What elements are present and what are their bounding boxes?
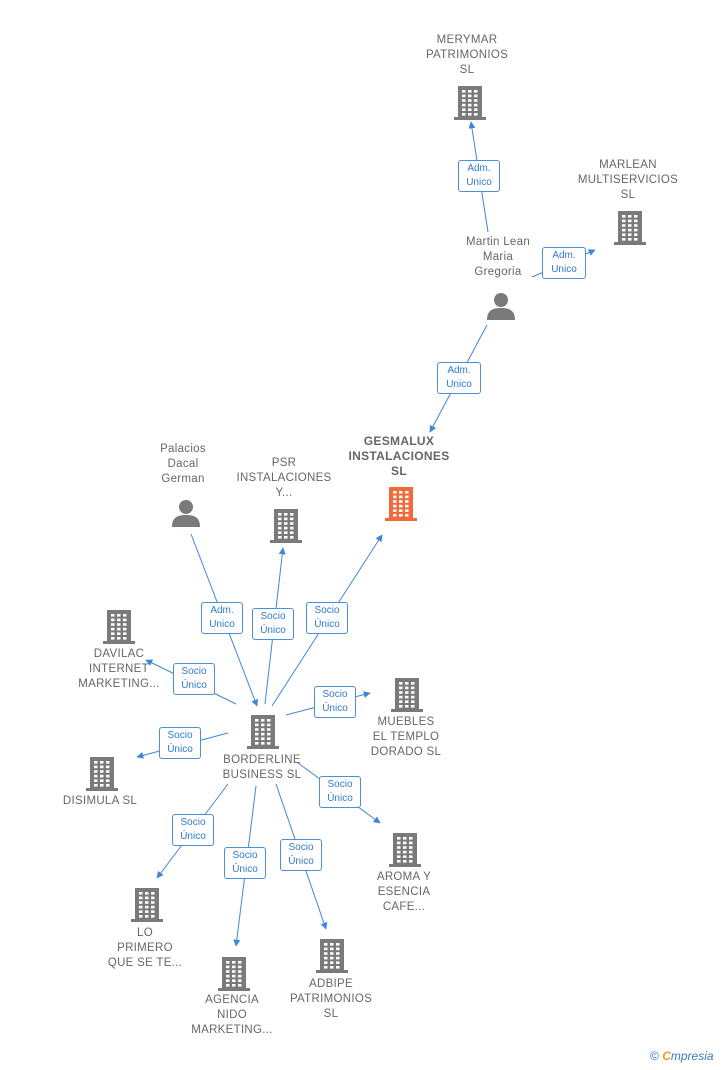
person-icon[interactable] [485, 290, 517, 322]
relation-label-palacios-borderline: Adm. Unico [201, 602, 243, 634]
relation-label-borderline-davilac: Socio Único [173, 663, 215, 695]
building-icon[interactable] [103, 608, 135, 644]
building-icon[interactable] [131, 886, 163, 922]
node-label-merymar[interactable]: MERYMAR PATRIMONIOS SL [425, 34, 509, 76]
relation-label-borderline-psr: Socio Único [252, 608, 294, 640]
node-label-aroma[interactable]: AROMA Y ESENCIA CAFE... [376, 871, 432, 913]
building-icon[interactable] [389, 831, 421, 867]
relation-label-martin-marlean: Adm. Unico [542, 247, 586, 279]
relation-label-borderline-disimula: Socio Único [159, 727, 201, 759]
node-label-agencia[interactable]: AGENCIA NIDO MARKETING... [191, 994, 273, 1036]
building-icon[interactable] [316, 937, 348, 973]
copyright-notice[interactable]: © Cmpresia [650, 1049, 714, 1063]
relation-label-martin-merymar: Adm. Unico [458, 160, 500, 192]
node-label-davilac[interactable]: DAVILAC INTERNET MARKETING... [78, 648, 160, 690]
node-label-adbipe[interactable]: ADBIPE PATRIMONIOS SL [289, 978, 373, 1020]
copyright-symbol: © [650, 1049, 659, 1063]
building-icon[interactable] [391, 676, 423, 712]
node-label-palacios[interactable]: Palacios Dacal German [160, 443, 206, 485]
node-label-marlean[interactable]: MARLEAN MULTISERVICIOS SL [577, 159, 679, 201]
node-label-borderline[interactable]: BORDERLINE BUSINESS SL [222, 754, 302, 781]
person-icon[interactable] [170, 497, 202, 529]
relation-label-borderline-agencia: Socio Único [224, 847, 266, 879]
node-label-muebles[interactable]: MUEBLES EL TEMPLO DORADO SL [370, 716, 442, 758]
relation-label-borderline-lo-primero: Socio Único [172, 814, 214, 846]
building-icon[interactable] [86, 755, 118, 791]
empresia-brand: mpresia [670, 1049, 714, 1063]
node-label-disimula[interactable]: DISIMULA SL [62, 795, 138, 807]
node-label-psr[interactable]: PSR INSTALACIONES Y... [236, 457, 332, 499]
relation-label-borderline-adbipe: Socio Único [280, 839, 322, 871]
empresia-logo-initial: C [662, 1049, 671, 1063]
building-icon[interactable] [454, 84, 486, 120]
relation-label-borderline-muebles: Socio Único [314, 686, 356, 718]
relation-label-martin-gesmalux: Adm. Unico [437, 362, 481, 394]
building-icon[interactable] [614, 209, 646, 245]
building-icon[interactable] [385, 485, 417, 521]
building-icon[interactable] [247, 713, 279, 749]
building-icon[interactable] [218, 955, 250, 991]
node-label-martin[interactable]: Martin Lean Maria Gregoria [465, 236, 531, 278]
relation-label-borderline-aroma: Socio Único [319, 776, 361, 808]
relation-label-borderline-gesmalux: Socio Único [306, 602, 348, 634]
node-label-gesmalux[interactable]: GESMALUX INSTALACIONES SL [348, 434, 450, 478]
building-icon[interactable] [270, 507, 302, 543]
node-label-lo-primero[interactable]: LO PRIMERO QUE SE TE... [107, 927, 183, 969]
